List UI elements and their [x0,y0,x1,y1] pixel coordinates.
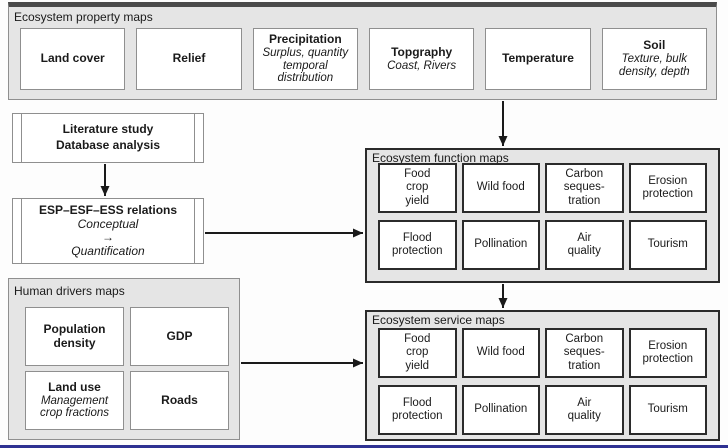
box-label: Land cover [40,51,105,66]
service-maps-grid: Food crop yield Wild food Carbon seques-… [378,328,707,435]
service-box-tourism: Tourism [628,385,707,435]
service-box-wild-food: Wild food [461,328,540,378]
box-label: Precipitation [268,32,342,47]
human-box-roads: Roads [130,371,229,430]
function-box-tourism: Tourism [628,220,707,270]
human-box-land-use: Land use Management crop fractions [25,371,124,430]
property-box-precipitation: Precipitation Surplus, quantity temporal… [252,28,358,90]
box-sublabel: Surplus, quantity temporal distribution [262,46,349,85]
box-label: Roads [161,392,198,407]
literature-line1: Literature study [62,122,154,137]
box-sublabel: Coast, Rivers [387,59,457,72]
box-sublabel: Management crop fractions [39,394,110,420]
function-box-erosion-protection: Erosion protection [628,163,707,213]
box-label: Land use [48,379,101,394]
property-box-soil: Soil Texture, bulk density, depth [601,28,707,90]
human-drivers-maps-group: Human drivers maps Population density GD… [8,278,240,440]
esp-arrow-glyph: → [102,230,114,245]
function-box-pollination: Pollination [461,220,540,270]
box-label: Population density [43,321,106,350]
box-label: Relief [172,51,206,66]
ecosystem-property-maps-group: Ecosystem property maps Land cover Relie… [8,2,717,100]
function-box-food-crop-yield: Food crop yield [378,163,457,213]
ecosystem-function-maps-title: Ecosystem function maps [372,151,509,165]
property-box-temperature: Temperature [485,28,591,90]
box-sublabel: Texture, bulk density, depth [618,53,690,78]
esp-esf-ess-relations-box: ESP–ESF–ESS relations Conceptual → Quant… [12,198,204,264]
function-box-carbon-sequestration: Carbon seques- tration [545,163,624,213]
service-box-air-quality: Air quality [545,385,624,435]
box-label: Soil [643,38,666,53]
ecosystem-service-maps-group: Ecosystem service maps Food crop yield W… [365,310,720,441]
box-label: GDP [166,328,193,343]
esp-relations-title: ESP–ESF–ESS relations [38,203,178,218]
service-box-erosion-protection: Erosion protection [628,328,707,378]
ecosystem-property-maps-title: Ecosystem property maps [14,10,153,24]
function-box-wild-food: Wild food [461,163,540,213]
human-box-gdp: GDP [130,307,229,366]
property-box-topography: Topgraphy Coast, Rivers [368,28,475,90]
function-box-air-quality: Air quality [545,220,624,270]
human-box-population-density: Population density [25,307,124,366]
service-box-food-crop-yield: Food crop yield [378,328,457,378]
service-box-pollination: Pollination [461,385,540,435]
property-box-relief: Relief [136,28,242,90]
function-maps-grid: Food crop yield Wild food Carbon seques-… [378,163,707,270]
human-drivers-grid: Population density GDP Land use Manageme… [25,307,229,430]
human-drivers-maps-title: Human drivers maps [14,284,125,298]
box-label: Temperature [502,51,574,66]
literature-study-box: Literature study Database analysis [12,113,204,163]
box-label: Topgraphy [391,44,453,59]
ecosystem-service-maps-title: Ecosystem service maps [372,313,505,327]
service-box-flood-protection: Flood protection [378,385,457,435]
function-box-flood-protection: Flood protection [378,220,457,270]
esp-conceptual-label: Conceptual [77,216,139,231]
literature-line2: Database analysis [55,138,161,152]
property-boxes-row: Land cover Relief Precipitation Surplus,… [20,28,707,90]
ecosystem-function-maps-group: Ecosystem function maps Food crop yield … [365,148,720,283]
property-box-land-cover: Land cover [20,28,126,90]
bottom-border-line [0,445,728,448]
esp-quantification-label: Quantification [71,244,145,259]
service-box-carbon-sequestration: Carbon seques- tration [545,328,624,378]
